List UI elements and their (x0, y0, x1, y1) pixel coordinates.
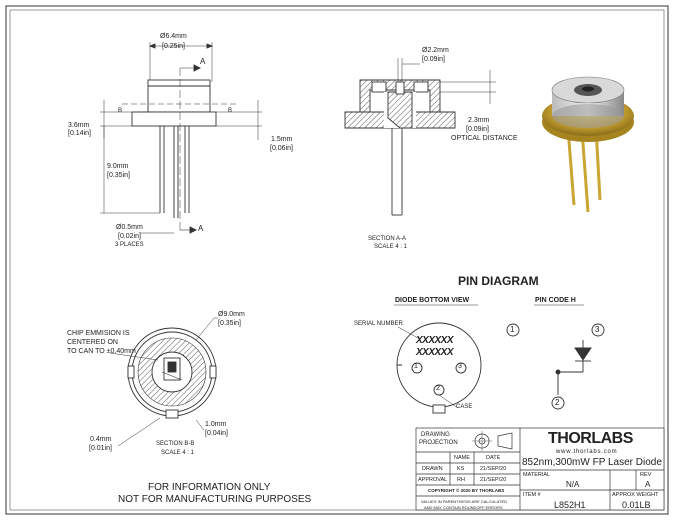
tb-col-date: DATE (486, 455, 501, 461)
title-block (415, 427, 665, 511)
dim-optical-in: [0.09in] (466, 126, 489, 133)
dim-aperture-in: [0.09in] (422, 56, 445, 63)
notice-line-1: FOR INFORMATION ONLY (148, 482, 271, 493)
dim-can-diameter: Ø6.4mm (160, 33, 187, 40)
tb-col-name: NAME (454, 455, 470, 461)
tb-approval-name: RH (457, 477, 465, 483)
tb-part-title: 852nm,300mW FP Laser Diode (522, 457, 662, 468)
dim-flange-height: 3.6mm (68, 122, 90, 129)
case-label: CASE (456, 404, 473, 410)
section-marker-a-top: A (200, 57, 206, 66)
dim-flange-thick: 1.5mm (271, 136, 293, 143)
tb-brand: THORLABS (548, 430, 633, 447)
bottom-view-label: DIODE BOTTOM VIEW (395, 297, 470, 304)
dim-pin-count: 3 PLACES (115, 242, 144, 248)
section-marker-b-left: B (118, 108, 123, 114)
pin-diagram-title: PIN DIAGRAM (458, 274, 539, 288)
tb-disclaimer-2: AND MAY CONTAIN ROUNDOFF ERRORS (424, 505, 503, 510)
laser-diode-render (542, 76, 634, 213)
section-marker-b-right: B (228, 108, 233, 114)
serial-number-label: SERIAL NUMBER (354, 321, 403, 327)
dim-notch-depth-in: [0.04in] (205, 430, 228, 437)
tb-item-label: ITEM # (523, 492, 541, 498)
dim-can-diameter-in: [0.25in] (162, 43, 185, 50)
notice-line-2: NOT FOR MANUFACTURING PURPOSES (118, 494, 312, 505)
section-bb-title: SECTION B-B (156, 441, 195, 447)
tb-material: N/A (566, 480, 580, 489)
dim-flange-diameter: Ø9.0mm (218, 311, 245, 318)
tb-drawn-date: 21/SEP/20 (480, 466, 507, 472)
tb-rev: A (645, 480, 651, 489)
tb-projection-label: PROJECTION (419, 440, 458, 446)
section-bb-scale: SCALE 4 : 1 (161, 450, 195, 456)
pin-diagram-drawing (394, 304, 605, 414)
chip-note-3: TO CAN TO ±0.40mm (67, 348, 136, 355)
dim-notch-width-in: [0.01in] (89, 445, 112, 452)
tb-material-label: MATERIAL (523, 472, 551, 478)
pin-2-bottom-label: 2 (436, 385, 440, 392)
serial-placeholder-2: XXXXXX (416, 347, 454, 358)
pin-3-bottom-label: 3 (458, 363, 462, 370)
dim-flange-height-in: [0.14in] (68, 130, 91, 137)
dim-flange-diameter-in: [0.35in] (218, 320, 241, 327)
side-view (100, 42, 262, 234)
serial-placeholder-1: XXXXXX (416, 335, 454, 346)
chip-note-1: CHIP EMMISION IS (67, 330, 130, 337)
section-aa-view (344, 58, 496, 216)
tb-drawn-label: DRAWN (422, 466, 443, 472)
dim-flange-thick-in: [0.06in] (270, 145, 293, 152)
tb-rev-label: REV (640, 472, 652, 478)
tb-approval-date: 21/SEP/20 (480, 477, 507, 483)
pin-code-2: 2 (555, 398, 560, 407)
tb-website: www.thorlabs.com (556, 449, 618, 455)
tb-drawn-name: KS (457, 466, 465, 472)
tb-drawing-label: DRAWING (421, 432, 450, 438)
dim-pin-length: 9.0mm (107, 163, 129, 170)
pin-code-1: 1 (510, 325, 515, 334)
dim-optical: 2.3mm (468, 117, 490, 124)
tb-approval-label: APPROVAL (418, 477, 448, 483)
pin-code-3: 3 (595, 325, 600, 334)
tb-disclaimer-1: VALUES IN PARENTHESIS ARE CALCULATED (421, 499, 508, 504)
dim-pin-length-in: [0.35in] (107, 172, 130, 179)
dim-pin-diameter-in: [0.02in] (118, 233, 141, 240)
pin-code-label: PIN CODE H (535, 297, 576, 304)
section-aa-scale: SCALE 4 : 1 (374, 244, 408, 250)
dim-aperture: Ø2.2mm (422, 47, 449, 54)
section-bb-view (109, 317, 218, 447)
tb-weight-label: APPROX WEIGHT (612, 492, 659, 498)
tb-copyright: COPYRIGHT © 2020 BY THORLABS (428, 488, 505, 493)
chip-note-2: CENTERED ON (67, 339, 118, 346)
section-aa-title: SECTION A-A (368, 236, 407, 242)
dim-notch-width: 0.4mm (90, 436, 112, 443)
tb-weight: 0.01LB (622, 500, 651, 510)
tb-item: L852H1 (554, 500, 586, 510)
dim-notch-depth: 1.0mm (205, 421, 227, 428)
section-marker-a-bottom: A (198, 224, 204, 233)
pin-1-bottom-label: 1 (414, 363, 418, 370)
dim-pin-diameter: Ø0.5mm (116, 224, 143, 231)
optical-distance-label: OPTICAL DISTANCE (451, 135, 518, 142)
